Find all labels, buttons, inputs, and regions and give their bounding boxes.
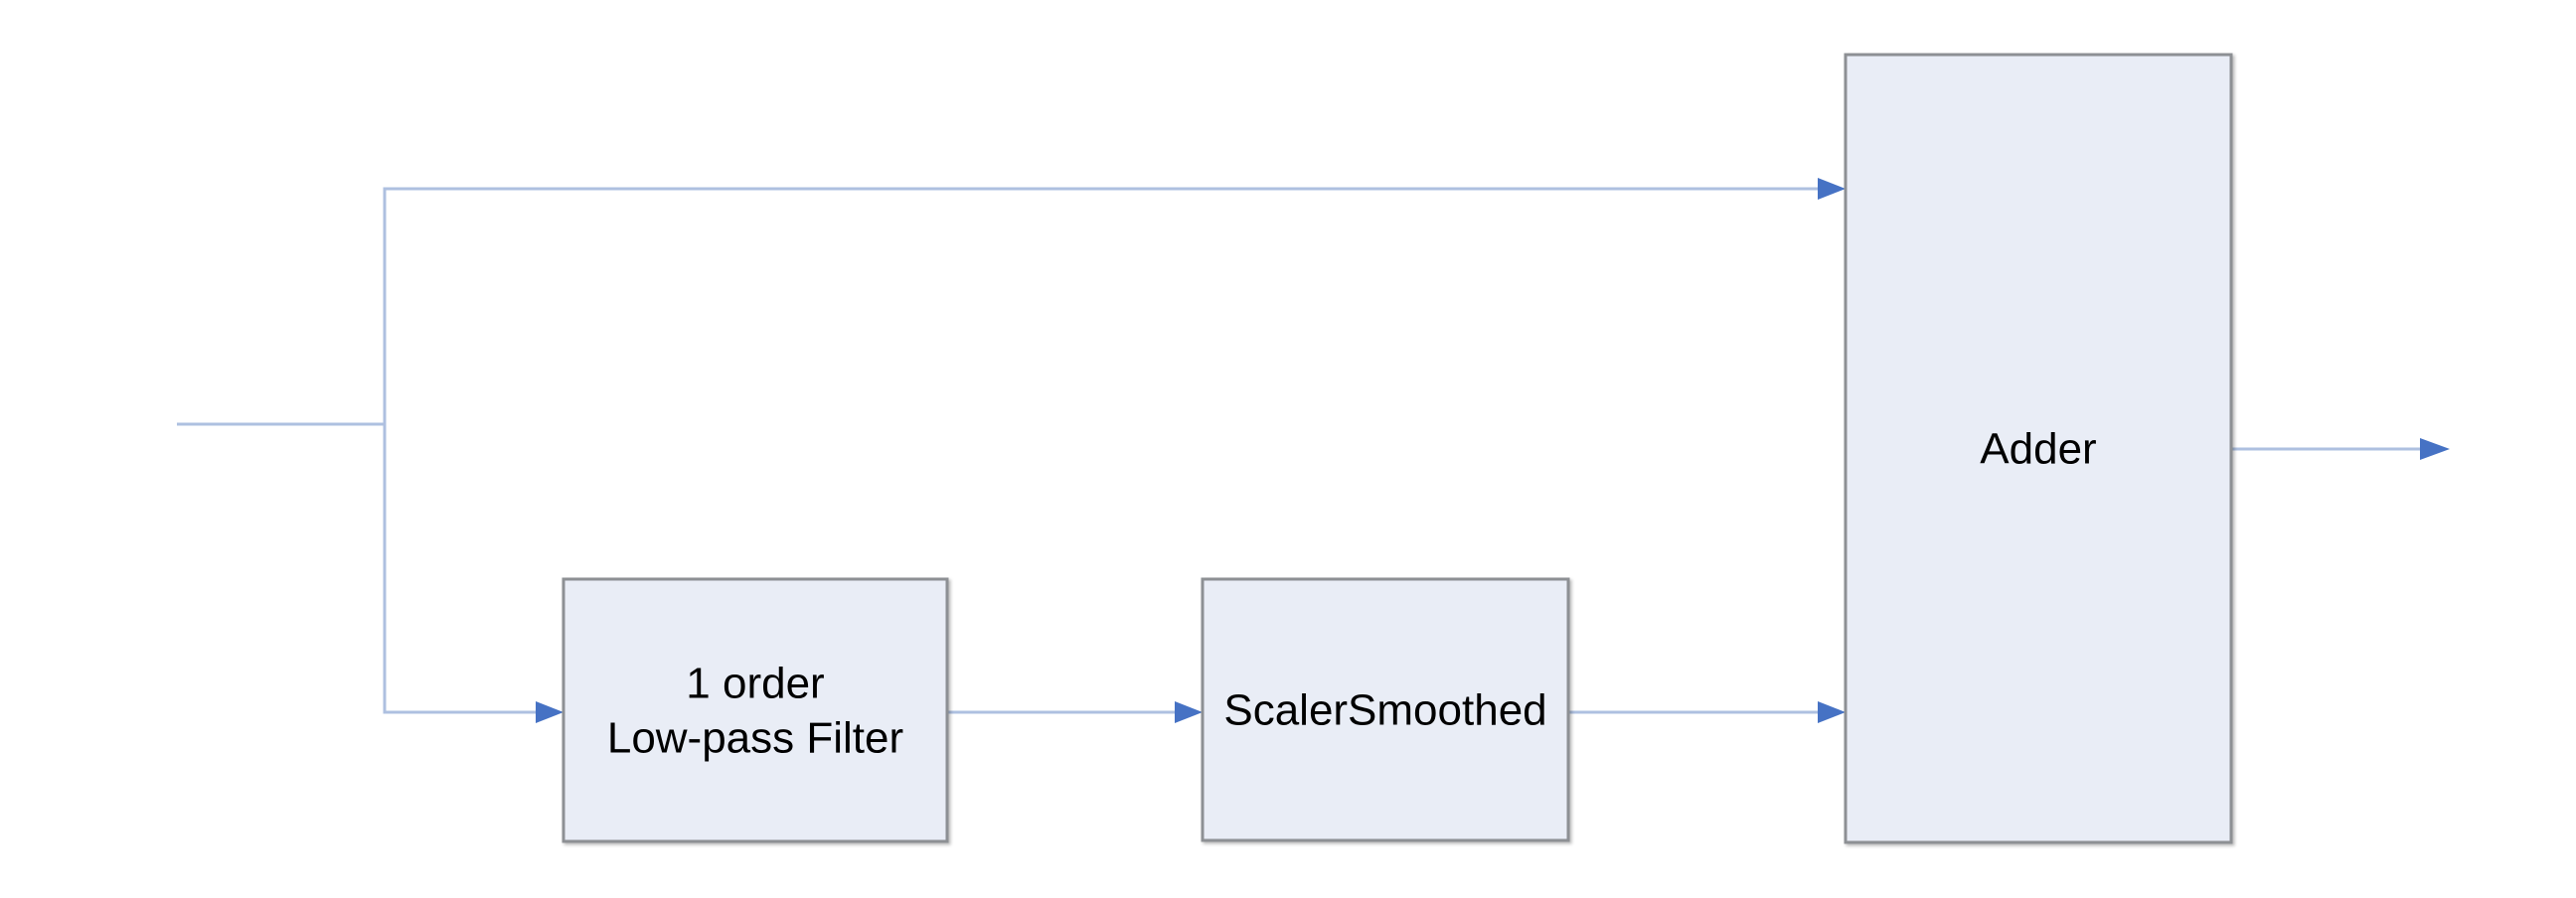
arrowhead-into-adder-top-icon — [1818, 178, 1846, 200]
lowpass-filter-label-line2: Low-pass Filter — [607, 714, 903, 763]
scaler-smoothed-node — [1201, 577, 1570, 842]
bottom-branch-wire — [383, 424, 538, 714]
adder-node — [1844, 53, 2233, 844]
scaler-smoothed-label: ScalerSmoothed — [1223, 686, 1546, 735]
top-branch-wire — [383, 187, 1820, 424]
arrowhead-output-icon — [2420, 438, 2450, 460]
arrowhead-into-lowpass-icon — [536, 701, 564, 723]
adder-label: Adder — [1980, 425, 2096, 474]
arrowhead-into-adder-bottom-icon — [1818, 701, 1846, 723]
arrowhead-into-scaler-icon — [1175, 701, 1203, 723]
lowpass-filter-label-line1: 1 order — [686, 660, 824, 708]
lowpass-filter-node — [562, 577, 949, 843]
